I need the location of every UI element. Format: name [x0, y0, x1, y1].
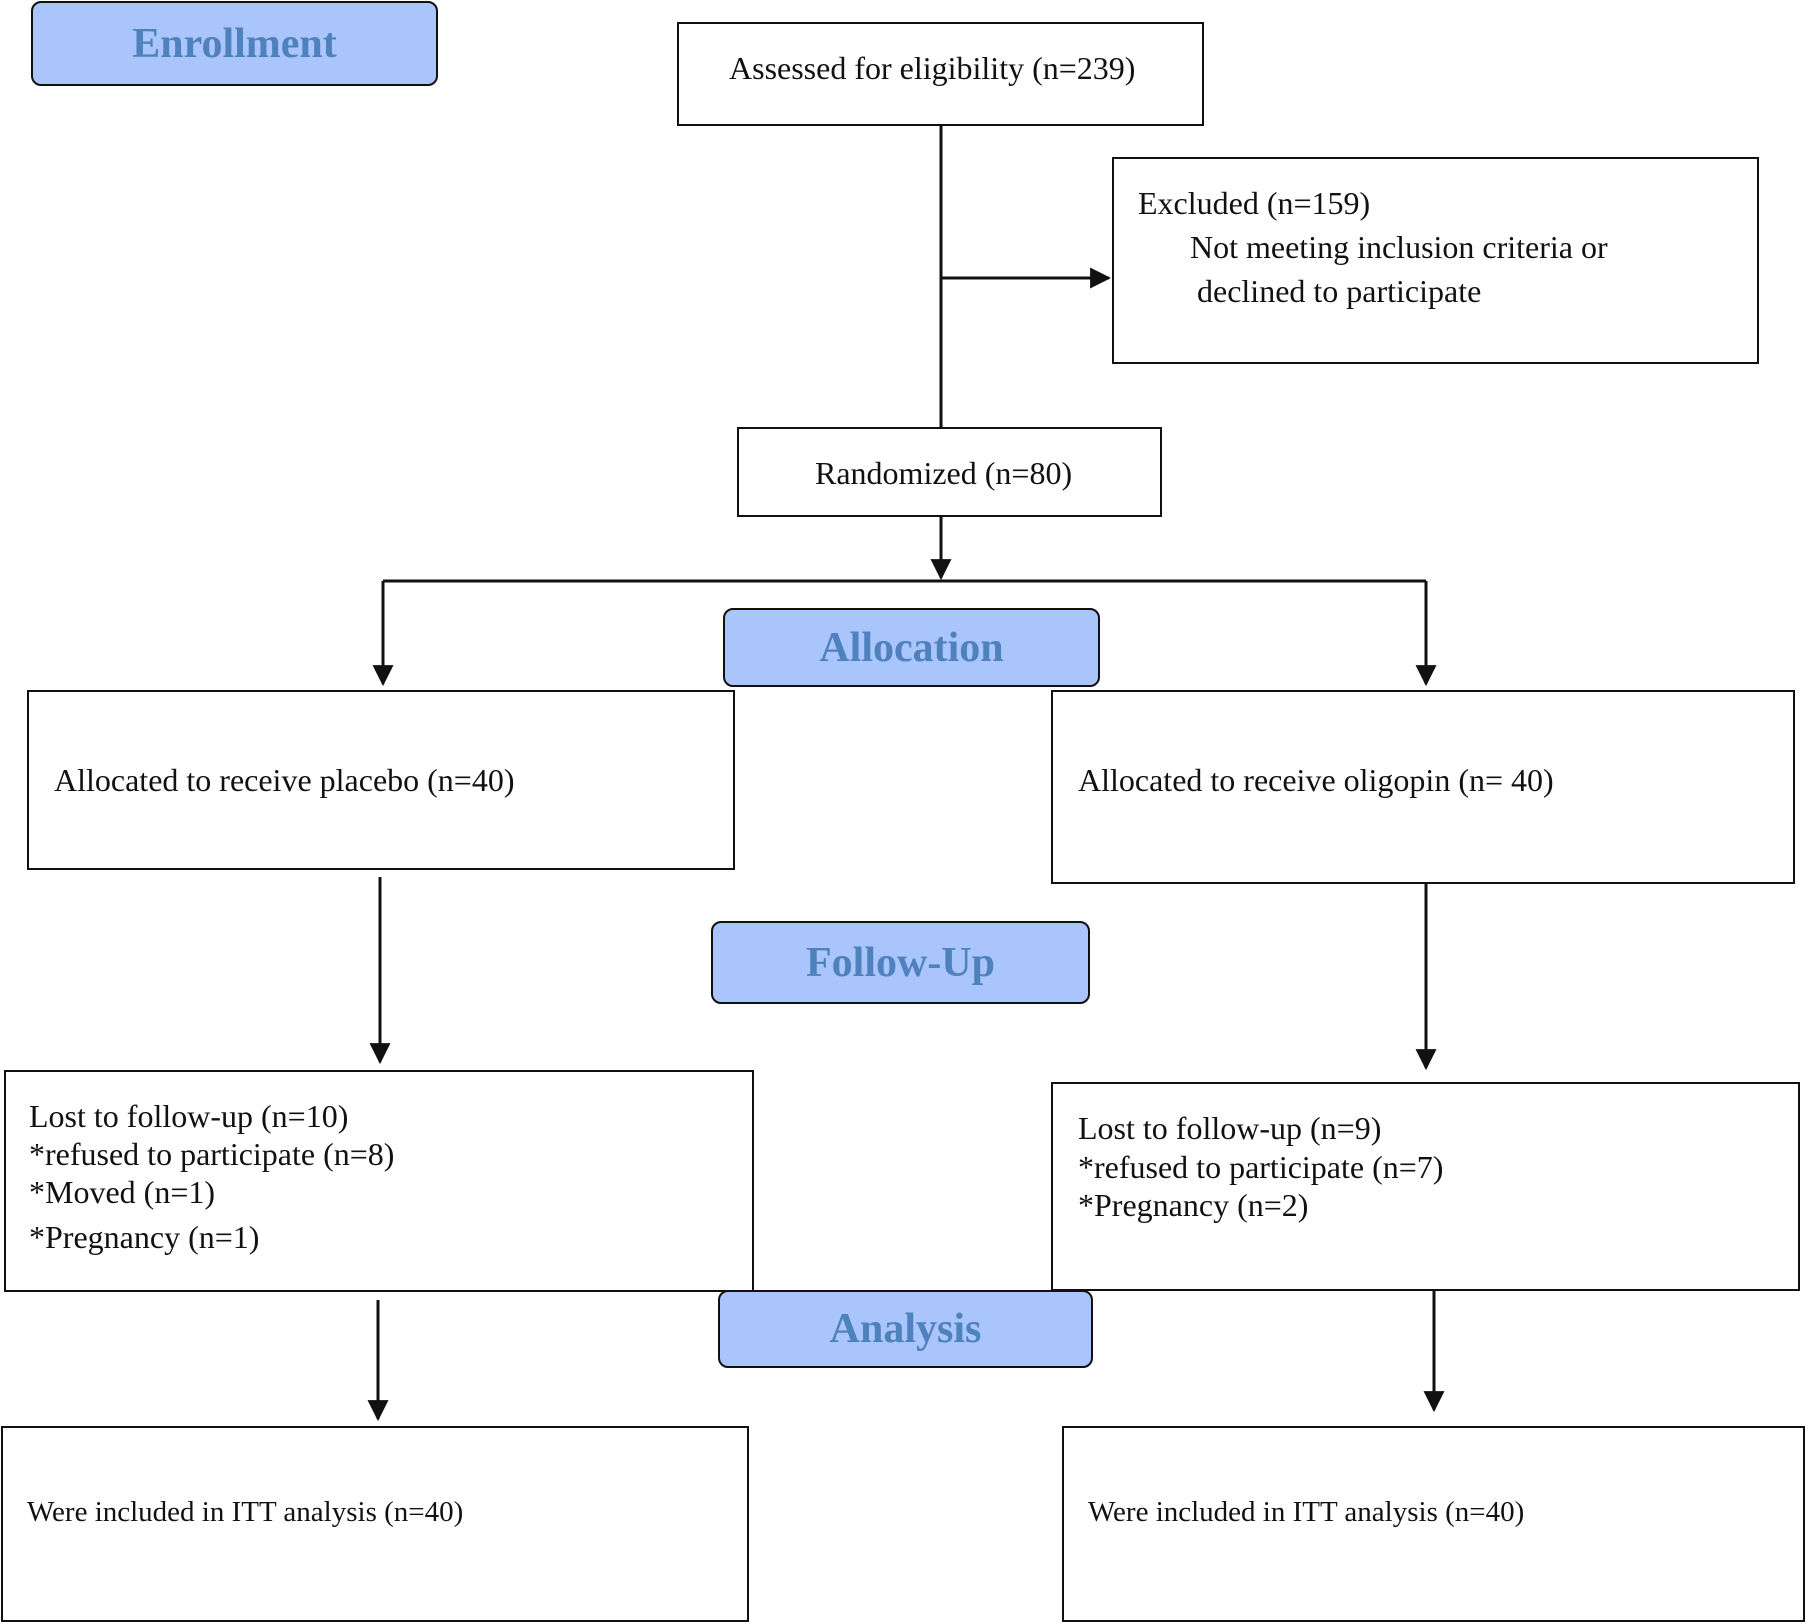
oligopin-followup-box — [1051, 1082, 1800, 1291]
excluded-box — [1112, 157, 1759, 364]
stage-analysis: Analysis — [718, 1290, 1093, 1368]
oligopin-allocation-box — [1051, 690, 1795, 884]
stage-allocation: Allocation — [723, 608, 1100, 687]
oligopin-lost-line: Lost to follow-up (n=9) — [1078, 1110, 1382, 1146]
excluded-reason-line2: declined to participate — [1197, 273, 1482, 309]
randomized-text: Randomized (n=80) — [815, 455, 1073, 491]
oligopin-analysis-box — [1062, 1426, 1805, 1622]
stage-enrollment: Enrollment — [31, 1, 438, 86]
oligopin-allocation-text: Allocated to receive oligopin (n= 40) — [1078, 762, 1554, 798]
assessed-box — [677, 22, 1204, 126]
oligopin-analysis-text: Were included in ITT analysis (n=40) — [1088, 1496, 1525, 1528]
randomized-box — [737, 427, 1162, 517]
placebo-allocation-text: Allocated to receive placebo (n=40) — [54, 762, 515, 798]
stage-follow-up: Follow-Up — [711, 921, 1090, 1004]
assessed-text: Assessed for eligibility (n=239) — [729, 50, 1136, 86]
excluded-title: Excluded (n=159) — [1138, 185, 1371, 221]
excluded-reason-line1: Not meeting inclusion criteria or — [1190, 229, 1608, 265]
placebo-allocation-box — [27, 690, 735, 870]
placebo-moved-line: *Moved (n=1) — [29, 1174, 216, 1210]
oligopin-pregnancy-line: *Pregnancy (n=2) — [1078, 1187, 1309, 1223]
placebo-followup-box — [4, 1070, 754, 1292]
placebo-analysis-box — [1, 1426, 749, 1622]
placebo-refused-line: *refused to participate (n=8) — [29, 1136, 395, 1172]
oligopin-refused-line: *refused to participate (n=7) — [1078, 1149, 1444, 1185]
placebo-lost-line: Lost to follow-up (n=10) — [29, 1098, 349, 1134]
placebo-analysis-text: Were included in ITT analysis (n=40) — [27, 1496, 464, 1528]
placebo-pregnancy-line: *Pregnancy (n=1) — [29, 1219, 260, 1255]
